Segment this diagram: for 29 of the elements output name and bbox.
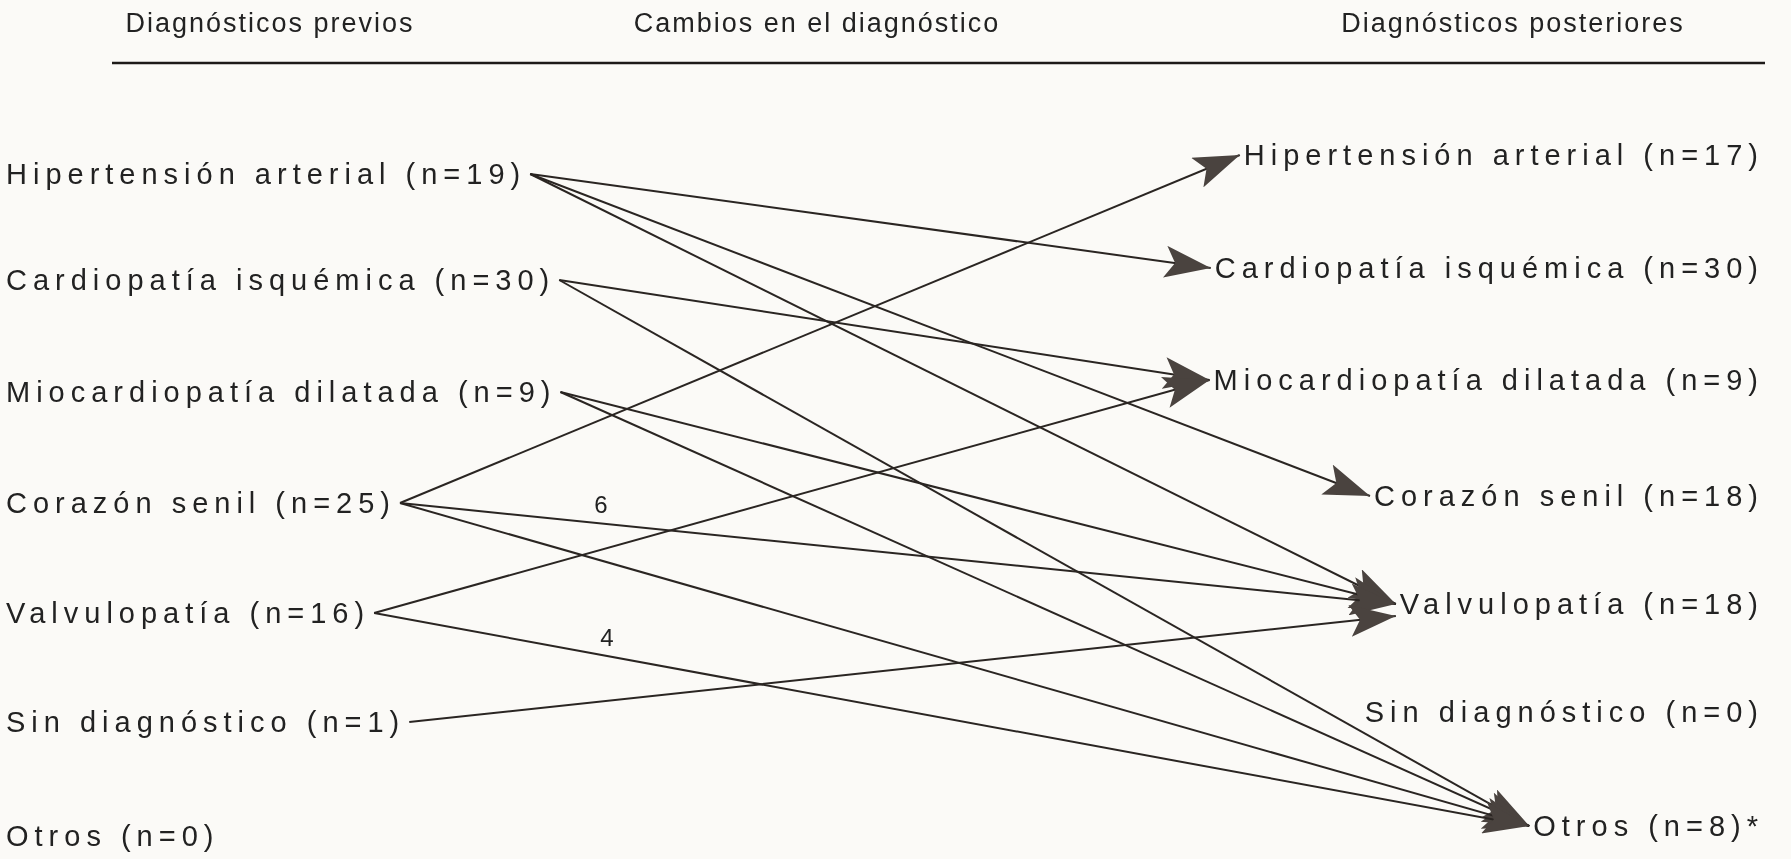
diagnosis-label: Otros (n=8)* <box>1533 803 1764 849</box>
column-header: Diagnósticos posteriores <box>1341 8 1685 39</box>
diagnosis-label: Hipertensión arterial (n=19) <box>6 151 527 197</box>
arrow <box>399 502 1531 829</box>
diagnosis-label: Valvulopatía (n=18) <box>1399 581 1764 627</box>
arrow <box>399 502 1397 616</box>
arrow <box>529 173 1212 278</box>
diagnosis-label: Otros (n=0) <box>6 813 220 859</box>
diagnosis-label: Sin diagnóstico (n=0) <box>1364 689 1764 735</box>
arrow <box>529 173 1371 497</box>
diagnosis-label: Hipertensión arterial (n=17) <box>1243 132 1764 178</box>
diagnosis-label: Miocardiopatía dilatada (n=9) <box>6 369 557 415</box>
diagnosis-label: Corazón senil (n=25) <box>6 480 396 526</box>
diagnosis-label: Sin diagnóstico (n=1) <box>6 699 406 745</box>
diagnosis-label: Corazón senil (n=18) <box>1374 473 1764 519</box>
diagnosis-label: Cardiopatía isquémica (n=30) <box>1214 245 1764 291</box>
arrow <box>558 279 1211 389</box>
arrow <box>399 154 1241 504</box>
arrow <box>558 279 1531 827</box>
arrow <box>408 605 1397 723</box>
arrow <box>529 173 1397 605</box>
diagnosis-label: Miocardiopatía dilatada (n=9) <box>1213 357 1764 403</box>
diagnosis-label: Valvulopatía (n=16) <box>6 590 371 636</box>
arrow <box>373 376 1211 614</box>
arrow <box>373 612 1531 834</box>
column-header: Cambios en el diagnóstico <box>633 8 1001 39</box>
column-header: Diagnósticos previos <box>125 8 415 39</box>
diagnosis-label: Cardiopatía isquémica (n=30) <box>6 257 556 303</box>
arrow <box>559 391 1397 609</box>
